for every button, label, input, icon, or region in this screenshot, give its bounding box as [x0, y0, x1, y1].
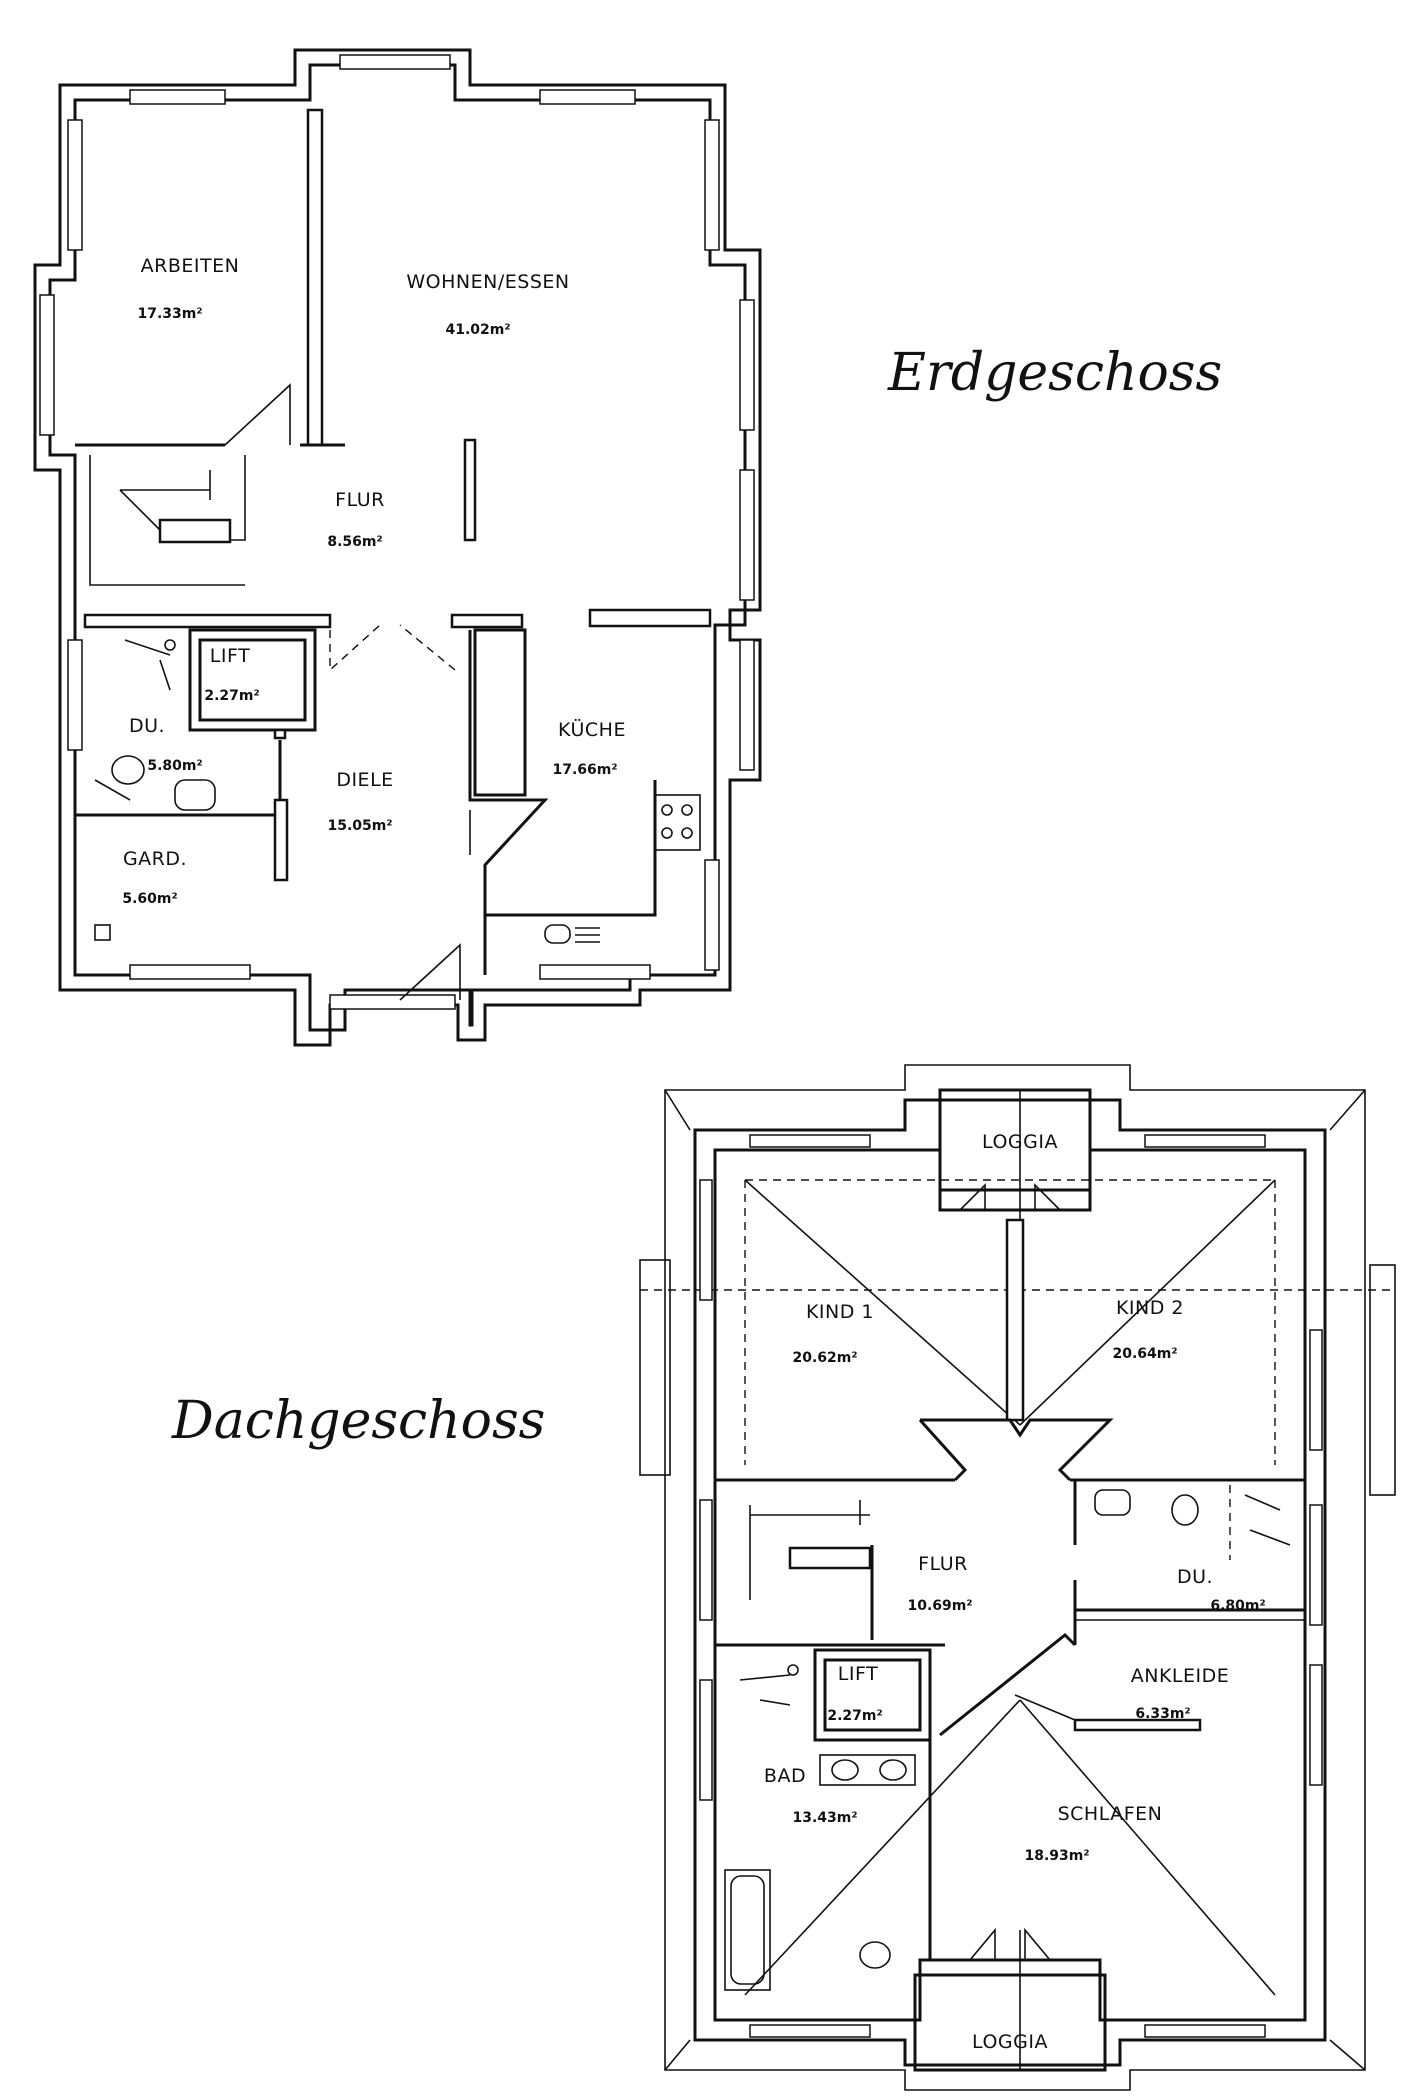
room-label-flur-upper: FLUR: [918, 1553, 968, 1575]
ground-floor-plan: [33, 48, 762, 1047]
room-area-wohnen-essen: 41.02m²: [445, 322, 510, 338]
room-area-kueche: 17.66m²: [552, 762, 617, 778]
window: [704, 119, 720, 251]
room-area-du-upper: 6.80m²: [1210, 1598, 1265, 1614]
room-label-ankleide: ANKLEIDE: [1131, 1665, 1230, 1687]
room-area-kind-1: 20.62m²: [792, 1350, 857, 1366]
room-label-diele: DIELE: [336, 769, 393, 791]
window: [749, 2024, 871, 2038]
room-label-loggia-bottom: LOGGIA: [972, 2031, 1048, 2053]
window: [739, 469, 755, 601]
window: [129, 89, 226, 105]
interior-wall: [83, 613, 332, 629]
window: [704, 859, 720, 971]
room-label-schlafen: SCHLAFEN: [1058, 1803, 1163, 1825]
room-label-flur-ground: FLUR: [335, 489, 385, 511]
stair-landing: [788, 1546, 872, 1570]
toilet-icon: [1171, 1494, 1199, 1526]
window: [539, 89, 636, 105]
ground-floor-title: Erdgeschoss: [887, 343, 1222, 403]
room-label-du-upper: DU.: [1177, 1566, 1213, 1588]
loggia-top-frame: [938, 1088, 1092, 1192]
interior-wall: [306, 108, 324, 447]
window: [1144, 2024, 1266, 2038]
upper-floor-title: Dachgeschoss: [171, 1391, 545, 1451]
washbasin-icon: [1094, 1489, 1131, 1516]
room-area-lift-upper: 2.27m²: [827, 1708, 882, 1724]
room-label-kueche: KÜCHE: [558, 718, 626, 741]
dormer-right: [1369, 1264, 1396, 1496]
window: [1309, 1329, 1323, 1451]
window: [329, 994, 456, 1010]
window: [699, 1679, 713, 1801]
room-label-bad: BAD: [764, 1765, 806, 1787]
room-area-schlafen: 18.93m²: [1024, 1848, 1089, 1864]
window: [339, 54, 451, 70]
toilet-icon: [859, 1941, 891, 1969]
room-area-diele: 15.05m²: [327, 818, 392, 834]
room-label-wohnen-essen: WOHNEN/ESSEN: [406, 271, 569, 293]
window: [67, 119, 83, 251]
dormer-left: [639, 1259, 671, 1476]
lift-shaft: [813, 1648, 932, 1742]
interior-wall: [1073, 1718, 1202, 1732]
window: [1309, 1504, 1323, 1626]
room-area-lift-ground: 2.27m²: [204, 688, 259, 704]
room-label-kind-2: KIND 2: [1116, 1297, 1184, 1319]
room-area-gard: 5.60m²: [122, 891, 177, 907]
stove-icon: [654, 794, 701, 851]
window: [129, 964, 251, 980]
room-area-bad: 13.43m²: [792, 1810, 857, 1826]
room-label-arbeiten: ARBEITEN: [141, 255, 240, 277]
window: [739, 639, 755, 771]
room-area-ankleide: 6.33m²: [1135, 1706, 1190, 1722]
window: [1144, 1134, 1266, 1148]
room-label-lift-upper: LIFT: [838, 1663, 878, 1685]
window: [699, 1179, 713, 1301]
loggia-bottom-frame: [913, 1973, 1107, 2072]
room-area-flur-upper: 10.69m²: [907, 1598, 972, 1614]
room-label-kind-1: KIND 1: [806, 1301, 874, 1323]
window: [699, 1499, 713, 1621]
sink-icon: [544, 924, 571, 944]
room-label-lift-ground: LIFT: [210, 645, 250, 667]
window: [67, 639, 83, 751]
upper-floor-plan: [639, 1064, 1396, 2091]
window: [739, 299, 755, 431]
toilet-icon: [111, 755, 145, 785]
stair-landing: [158, 518, 232, 544]
interior-wall: [1005, 1218, 1025, 1422]
double-washbasin-icon: [819, 1754, 916, 1786]
room-area-kind-2: 20.64m²: [1112, 1346, 1177, 1362]
interior-wall: [588, 608, 712, 628]
interior-wall: [450, 613, 524, 629]
window: [749, 1134, 871, 1148]
room-label-loggia-top: LOGGIA: [982, 1131, 1058, 1153]
room-area-arbeiten: 17.33m²: [137, 306, 202, 322]
window: [1309, 1664, 1323, 1786]
interior-wall: [463, 438, 477, 542]
bathtub-icon: [724, 1869, 771, 1991]
room-label-gard: GARD.: [123, 848, 187, 870]
window: [39, 294, 55, 436]
room-area-flur-ground: 8.56m²: [327, 534, 382, 550]
room-label-du-ground: DU.: [129, 715, 165, 737]
window: [539, 964, 651, 980]
room-area-du-ground: 5.80m²: [147, 758, 202, 774]
washbasin-icon: [174, 779, 216, 811]
lift-shaft: [188, 628, 317, 732]
